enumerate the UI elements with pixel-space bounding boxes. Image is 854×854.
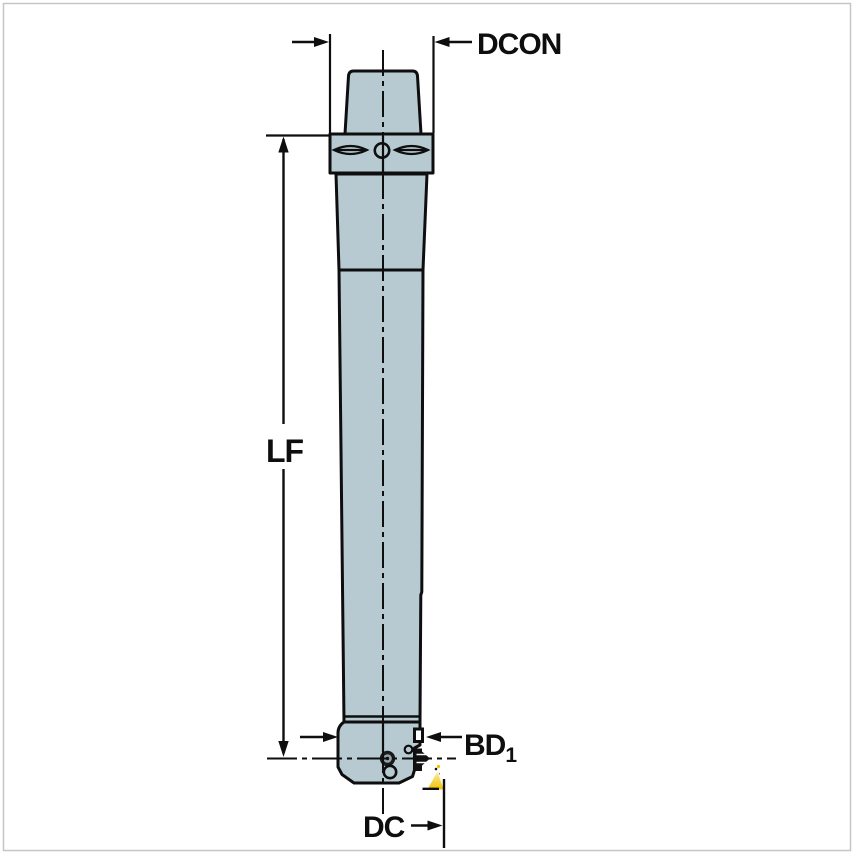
arrowhead-right-icon [314, 37, 329, 47]
bd1-dimension: BD1 [300, 729, 518, 767]
tool-shaft-body [337, 268, 425, 724]
cartridge-bar [415, 748, 422, 771]
arrowhead-up-icon [278, 136, 289, 153]
dc-dimension: DC [363, 779, 446, 848]
lf-dimension: LF [266, 134, 329, 757]
insert-tip [425, 769, 446, 791]
arrowhead-down-icon [278, 741, 289, 757]
cutter-head [336, 720, 422, 785]
dcon-label: DCON [477, 28, 561, 61]
insert-mark-dot [434, 767, 438, 771]
clamp-cartridge-icon [415, 748, 430, 771]
arrowhead-right-icon [427, 820, 443, 831]
dcon-dimension: DCON [292, 28, 562, 133]
lf-label: LF [266, 433, 304, 469]
insert-pocket-slot [413, 727, 424, 743]
arrowhead-left-icon [434, 37, 450, 47]
bd1-label-main: BD [464, 729, 506, 762]
dc-label: DC [363, 811, 405, 844]
tool-body [328, 69, 435, 785]
arrowhead-left-icon [426, 732, 441, 742]
cutting-insert-icon [422, 764, 446, 791]
bd1-label-sub: 1 [505, 744, 517, 767]
insert-speck [436, 764, 441, 769]
arrowhead-right-icon [323, 732, 338, 742]
small-hole-icon [403, 744, 414, 755]
tool-taper-neck [334, 172, 429, 272]
bd1-label: BD1 [464, 729, 517, 767]
